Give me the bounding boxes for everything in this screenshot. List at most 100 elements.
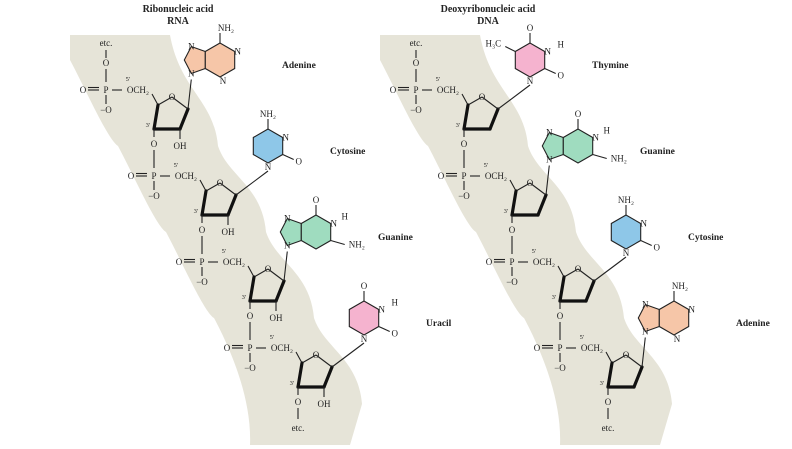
sugar-edge-bold	[178, 107, 190, 131]
rna-bridge-o-1: O	[151, 139, 158, 149]
dna-thymine-h3: H	[557, 40, 564, 50]
dna-adenine-six-ring	[658, 300, 690, 336]
bond	[295, 351, 303, 364]
sugar-edge	[267, 268, 285, 282]
dna-base-label-4: Adenine	[736, 319, 770, 329]
rna-cytosine-nh2: NH₂	[260, 109, 276, 119]
dna-bridge-o-3: O	[557, 311, 564, 321]
dna-cytosine-ring	[610, 214, 642, 250]
rna-guanine-amino-bond	[330, 239, 345, 246]
rna-phos-o-2: O	[128, 171, 135, 181]
sugar-edge-bold	[488, 107, 500, 131]
sugar-edge	[301, 354, 317, 364]
sugar-edge	[315, 354, 333, 368]
rna-oh-1: OH	[174, 141, 187, 151]
dna-phos-o-3: O	[486, 257, 493, 267]
rna-phosphorus-4: P	[247, 343, 252, 353]
dna-thymine-n3: N	[544, 47, 551, 57]
dna-thymine-o2: O	[557, 71, 564, 81]
dna-cytosine-n3: N	[640, 219, 647, 229]
rna-pos5-1: 5′	[126, 76, 131, 83]
rna-uracil-n3: N	[378, 305, 385, 315]
dna-phosphorus-2: P	[461, 171, 466, 181]
dna-cytosine-n1: N	[623, 248, 630, 258]
rna-uracil-ring	[348, 300, 380, 336]
rna-backbone-band	[70, 35, 362, 445]
glycosidic-bond	[641, 337, 646, 368]
dna-adenine-n3: N	[674, 334, 681, 344]
dna-och2-4: OCH₂	[581, 343, 603, 353]
rna-oh-3: OH	[270, 313, 283, 323]
dna-phos-o-minus-1: −O	[410, 105, 422, 115]
dna-thymine-n1: N	[527, 76, 534, 86]
rna-guanine-n9: N	[284, 241, 291, 251]
dna-pos3-4: 3′	[600, 380, 605, 387]
rna-bridge-o-3: O	[247, 311, 254, 321]
dna-guanine-n9: N	[546, 155, 553, 165]
rna-guanine-o6: O	[313, 195, 320, 205]
dna-och2-1: OCH₂	[437, 85, 459, 95]
rna-och2-2: OCH₂	[175, 171, 197, 181]
sugar-edge-bold	[606, 361, 614, 389]
dna-base-label-2: Guanine	[640, 147, 675, 157]
dna-top-etc: etc.	[410, 38, 423, 48]
rna-pos5-3: 5′	[222, 248, 227, 255]
rna-phos-o-minus-2: −O	[148, 191, 160, 201]
rna-uracil-h3: H	[391, 298, 398, 308]
dna-pos3-2: 3′	[504, 208, 509, 215]
rna-guanine-h1: H	[341, 212, 348, 222]
glycosidic-bond	[187, 79, 192, 110]
sugar-edge-bold	[462, 103, 470, 131]
rna-phos-o-minus-3: −O	[196, 277, 208, 287]
rna-adenine-n3: N	[220, 76, 227, 86]
dna-bottom-etc: etc.	[602, 423, 615, 433]
dna-backbone-band	[380, 35, 672, 445]
sugar-edge	[205, 182, 221, 192]
dna-adenine-nh2: NH₂	[672, 281, 688, 291]
dna-cytosine-c2-bond	[640, 239, 652, 247]
sugar-edge	[577, 268, 595, 282]
dna-guanine-six-ring	[562, 128, 594, 164]
dna-bridge-o-2: O	[509, 225, 516, 235]
dna-pos5-4: 5′	[580, 334, 585, 341]
rna-uracil-o4: O	[361, 281, 368, 291]
dna-phos-o-minus-2: −O	[458, 191, 470, 201]
sugar-edge-bold	[584, 279, 596, 303]
sugar-edge-bold	[152, 103, 160, 131]
dna-adenine-n1: N	[688, 305, 695, 315]
rna-pos3-4: 3′	[290, 380, 295, 387]
rna-phosphorus-1: P	[103, 85, 108, 95]
sugar-edge-bold	[200, 189, 208, 217]
dna-strand: etc.OPO−OOCH₂5′O3′ONOONHH₃CThyminePO−OOC…	[380, 23, 770, 445]
dna-pos3-1: 3′	[456, 122, 461, 129]
sugar-edge-bold	[558, 275, 566, 303]
dna-guanine-amino-bond	[592, 153, 607, 160]
sugar-edge	[219, 182, 237, 196]
sugar-edge-bold	[248, 275, 256, 303]
rna-uracil-o2: O	[391, 329, 398, 339]
sugar-edge	[529, 182, 547, 196]
rna-oh-4: OH	[318, 399, 331, 409]
sugar-edge	[481, 96, 499, 110]
glycosidic-bond	[283, 251, 288, 282]
bond	[461, 93, 469, 106]
bond	[557, 265, 565, 278]
sugar-edge	[515, 182, 531, 192]
dna-phos-o-1: O	[390, 85, 397, 95]
rna-base-label-2: Cytosine	[330, 147, 365, 157]
rna-o-top: O	[103, 58, 110, 68]
rna-base-label-3: Guanine	[378, 233, 413, 243]
dna-och2-3: OCH₂	[533, 257, 555, 267]
dna-title-line1: Deoxyribonucleic acid	[441, 4, 536, 15]
rna-och2-3: OCH₂	[223, 257, 245, 267]
rna-phos-o-minus-4: −O	[244, 363, 256, 373]
dna-pos5-3: 5′	[532, 248, 537, 255]
dna-title-line2: DNA	[477, 16, 499, 27]
